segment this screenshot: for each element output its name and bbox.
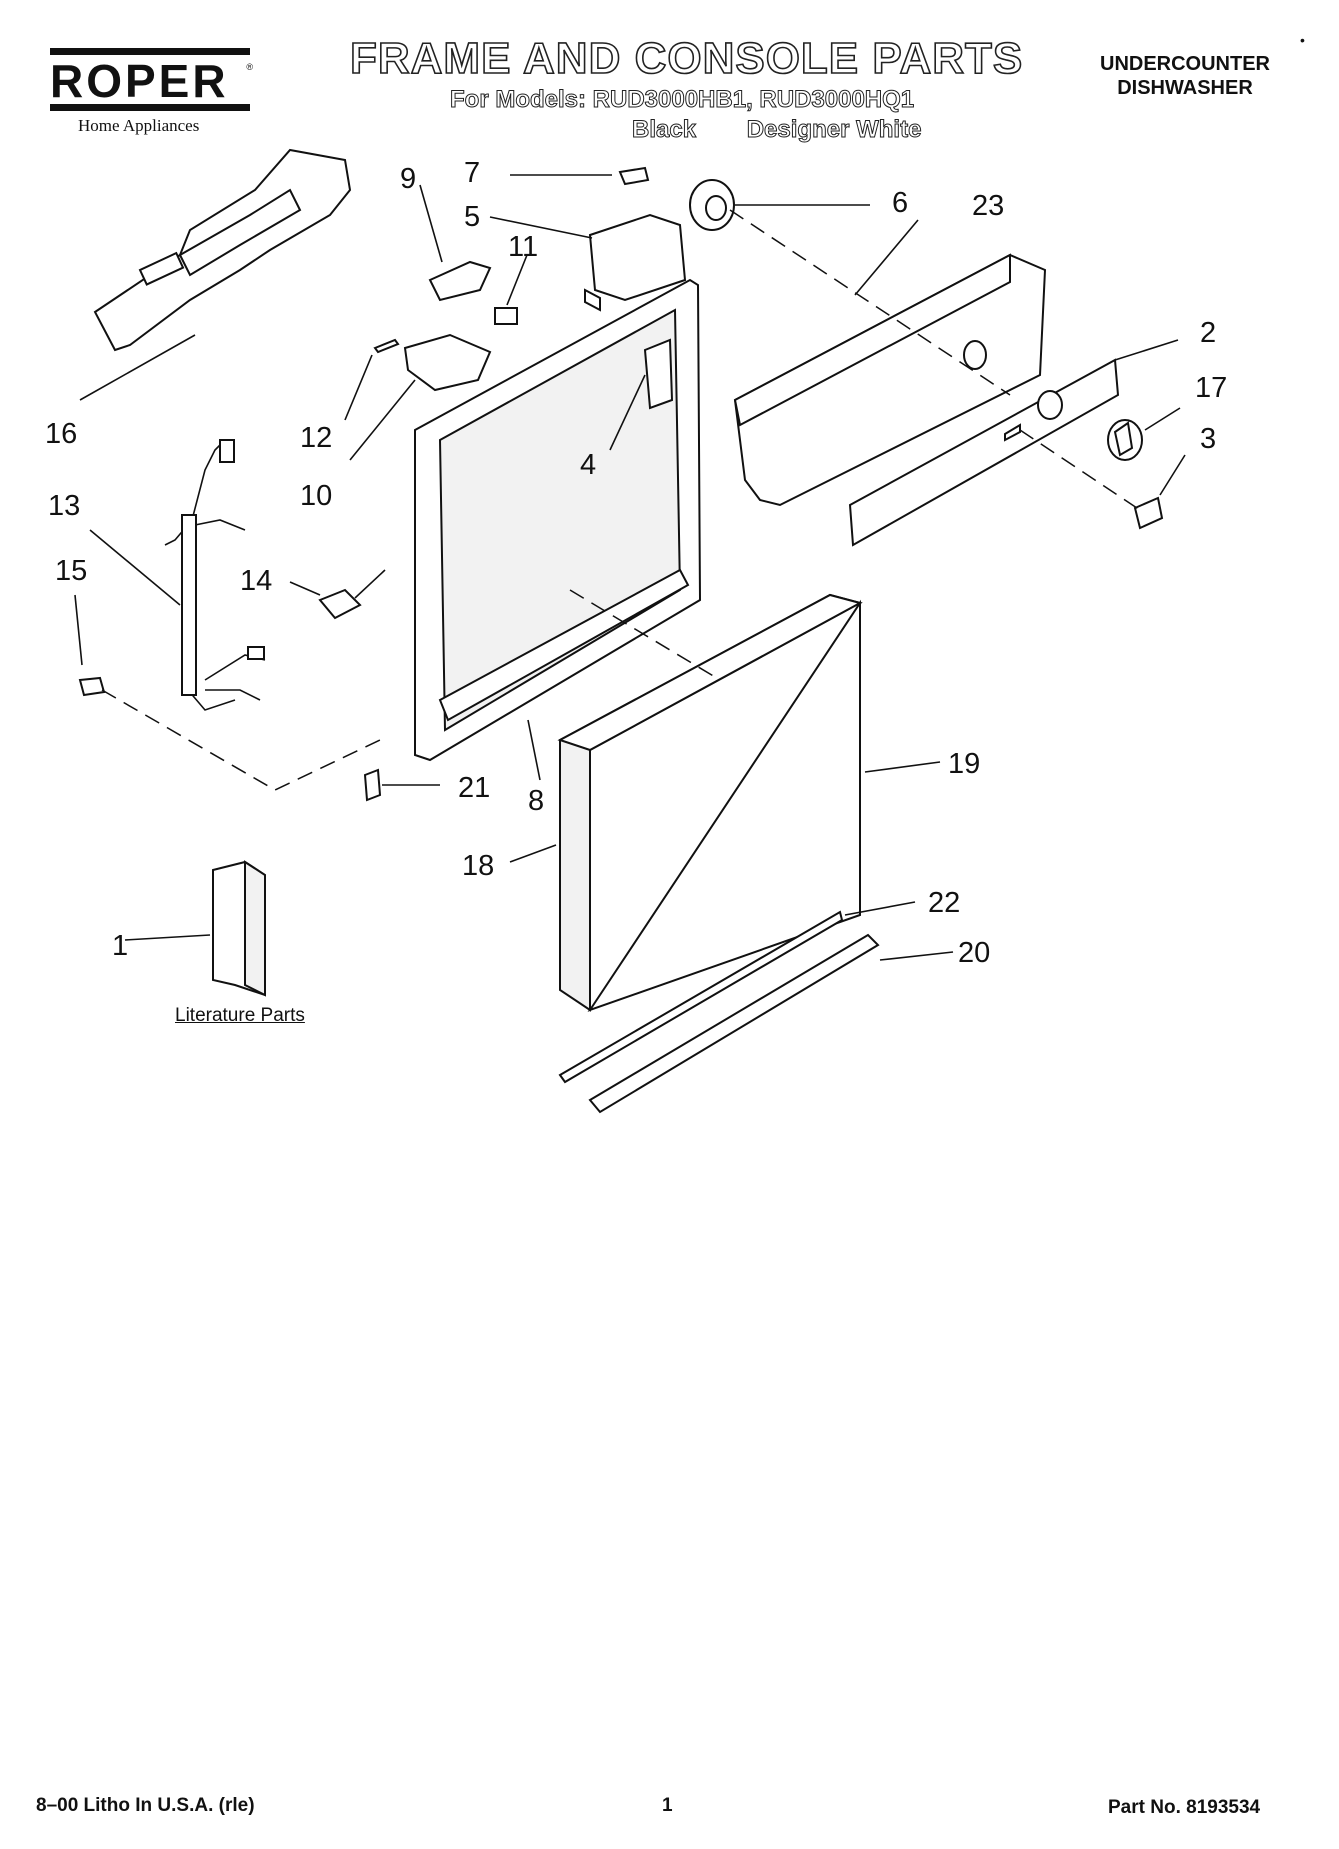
callout-2: 2 bbox=[1200, 317, 1216, 349]
assembly-line-door bbox=[569, 589, 721, 681]
part-21-clip bbox=[363, 768, 382, 802]
color-black-label: Black bbox=[631, 116, 697, 144]
color-white-label: Designer White bbox=[746, 116, 922, 144]
part-23-console bbox=[733, 253, 1047, 507]
part-22-trim-strip bbox=[558, 910, 844, 1084]
part-7-screw bbox=[618, 166, 650, 186]
part-8-frame bbox=[414, 278, 702, 762]
literature-parts-label: Literature Parts bbox=[175, 1005, 305, 1026]
part-2-panel bbox=[848, 358, 1120, 547]
part-11-switch bbox=[494, 307, 518, 325]
part-15-screw bbox=[78, 676, 106, 697]
callout-18: 18 bbox=[462, 850, 494, 882]
part-18-door-panel bbox=[557, 593, 863, 1012]
part-6-dial bbox=[689, 179, 735, 231]
callout-9: 9 bbox=[400, 163, 416, 195]
callout-15: 15 bbox=[55, 555, 87, 587]
leader-lines bbox=[74, 174, 1186, 961]
part-13-harness bbox=[164, 439, 266, 711]
page-number: 1 bbox=[662, 1795, 673, 1816]
callout-10: 10 bbox=[300, 480, 332, 512]
callout-8: 8 bbox=[528, 785, 544, 817]
logo-bottom-bar bbox=[50, 104, 250, 111]
logo-top-bar bbox=[50, 48, 250, 55]
model-numbers: For Models: RUD3000HB1, RUD3000HQ1 bbox=[449, 86, 915, 114]
part-5-timer bbox=[584, 213, 687, 312]
callout-22: 22 bbox=[928, 887, 960, 919]
part-20-trim bbox=[588, 933, 880, 1114]
part-19-outer-panel bbox=[587, 599, 861, 1012]
callout-labels: 1 2 3 4 5 6 7 8 9 10 11 12 13 14 15 16 1… bbox=[45, 157, 1227, 969]
corner-mark: • bbox=[1300, 32, 1305, 48]
part-14-sensor bbox=[318, 569, 386, 620]
product-line-2: DISHWASHER bbox=[1117, 77, 1253, 99]
assembly-line-dial bbox=[729, 209, 1011, 396]
product-line-1: UNDERCOUNTER bbox=[1100, 53, 1270, 75]
part-12-clip bbox=[373, 338, 400, 354]
part-number: Part No. 8193534 bbox=[1108, 1797, 1261, 1818]
callout-5: 5 bbox=[464, 201, 480, 233]
callout-16: 16 bbox=[45, 418, 77, 450]
page-title: FRAME AND CONSOLE PARTS bbox=[349, 33, 1024, 84]
callout-21: 21 bbox=[458, 772, 490, 804]
callout-11: 11 bbox=[508, 231, 538, 263]
callout-20: 20 bbox=[958, 937, 990, 969]
print-info: 8–00 Litho In U.S.A. (rle) bbox=[36, 1795, 255, 1816]
callout-1: 1 bbox=[112, 930, 128, 962]
callout-3: 3 bbox=[1200, 423, 1216, 455]
model-colors: Black Designer White bbox=[631, 116, 922, 144]
assembly-line-screw bbox=[101, 689, 381, 791]
part-3-switch bbox=[1133, 496, 1164, 530]
part-9-switch bbox=[428, 260, 492, 302]
callout-12: 12 bbox=[300, 422, 332, 454]
part-16-housing bbox=[93, 148, 352, 352]
product-type: UNDERCOUNTER DISHWASHER bbox=[1100, 52, 1270, 100]
part-1-literature bbox=[212, 860, 266, 997]
callout-13: 13 bbox=[48, 490, 80, 522]
callout-23: 23 bbox=[972, 190, 1004, 222]
callout-4: 4 bbox=[580, 449, 596, 481]
logo-wordmark: ROPER bbox=[50, 55, 229, 107]
part-4-bracket bbox=[643, 338, 674, 410]
logo-tagline: Home Appliances bbox=[78, 116, 200, 135]
callout-7: 7 bbox=[464, 157, 480, 189]
callout-17: 17 bbox=[1195, 372, 1227, 404]
callout-19: 19 bbox=[948, 748, 980, 780]
trademark-mark: ® bbox=[246, 62, 253, 72]
roper-logo: ROPER ® Home Appliances bbox=[50, 48, 255, 136]
part-10-bracket bbox=[403, 333, 492, 392]
callout-14: 14 bbox=[240, 565, 272, 597]
callout-6: 6 bbox=[892, 187, 908, 219]
part-17-knob bbox=[1107, 419, 1143, 461]
